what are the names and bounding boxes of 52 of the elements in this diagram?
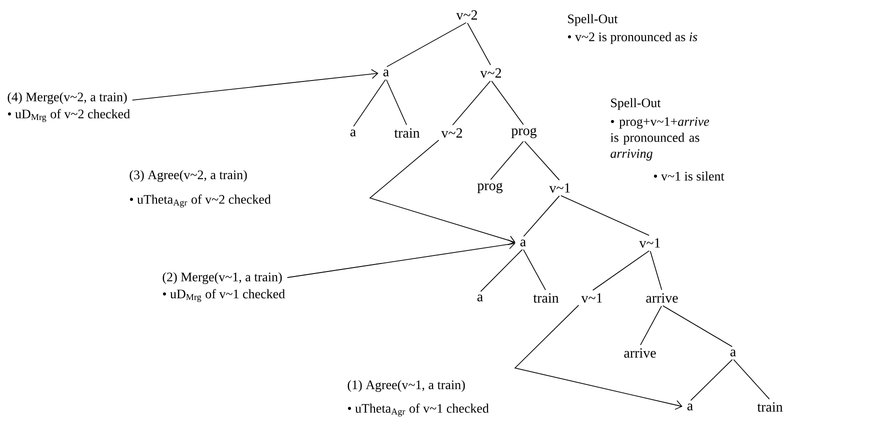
bullet-note: • prog+v~1+arrive is pronounced as arriving <box>610 117 710 161</box>
tree-branch <box>523 196 560 237</box>
note-heading: Spell-Out <box>568 14 618 26</box>
bullet-note: • uTheta$_{Agr}$ of v~1 checked <box>348 404 489 416</box>
tree-label: a <box>477 294 483 302</box>
tree-label: v~1 <box>581 293 602 303</box>
tree-label: v~2 <box>456 10 478 20</box>
tree-branch <box>353 79 386 127</box>
movement-arrow <box>369 140 516 246</box>
tree-label: a <box>687 404 693 410</box>
tree-label: arrive <box>624 348 656 358</box>
tree-branch <box>523 249 546 290</box>
tree-branch <box>467 22 491 66</box>
tree-label: v~1 <box>549 183 570 193</box>
tree-label: a <box>350 130 356 136</box>
tree-label: v~1 <box>639 238 660 248</box>
tree-label: arrive <box>646 293 678 303</box>
tree-branch <box>733 359 770 400</box>
tree-branch <box>386 79 407 126</box>
note-heading: Spell-Out <box>611 98 661 110</box>
operation-note: (2) Merge(v~1, a train) • uD$_{Mrg}$ of v~1 checked <box>162 272 285 302</box>
operation-note: (4) Merge(v~2, a train) • uD$_{Mrg}$ of v~2 checked <box>8 92 130 122</box>
tree-branch <box>592 250 650 291</box>
tree-branch <box>560 195 650 236</box>
tree-branch <box>640 306 662 346</box>
tree-label: a <box>730 350 736 356</box>
tree-branch <box>491 80 524 125</box>
tree-branch <box>524 140 560 180</box>
bullet-note: • v~2 is pronounced as is <box>568 32 698 44</box>
note-heading: (1) Agree(v~1, a train) <box>348 380 465 392</box>
tree-label: train <box>533 293 559 303</box>
tree-branch <box>662 305 733 348</box>
tree-label: v~2 <box>480 68 502 78</box>
note-heading: (3) Agree(v~2, a train) <box>130 170 247 182</box>
tree-label: a <box>520 240 526 246</box>
tree-label: train <box>757 402 783 412</box>
bullet-note: • v~1 is silent <box>654 171 724 181</box>
tree-branch <box>690 359 733 401</box>
tree-label: prog <box>477 182 503 194</box>
movement-arrow <box>514 304 682 410</box>
tree-branch <box>386 22 467 68</box>
tree-label: train <box>394 128 420 138</box>
tree-label: prog <box>511 128 537 138</box>
movement-arrow <box>132 69 378 101</box>
movement-arrow <box>286 239 516 278</box>
bullet-note: • uTheta$_{Agr}$ of v~2 checked <box>130 194 271 208</box>
tree-label: v~2 <box>441 128 462 138</box>
tree-branch <box>452 80 491 126</box>
tree-branch <box>480 249 523 292</box>
tree-label: a <box>383 70 389 76</box>
tree-branch <box>490 140 524 180</box>
tree-branch <box>650 250 662 290</box>
